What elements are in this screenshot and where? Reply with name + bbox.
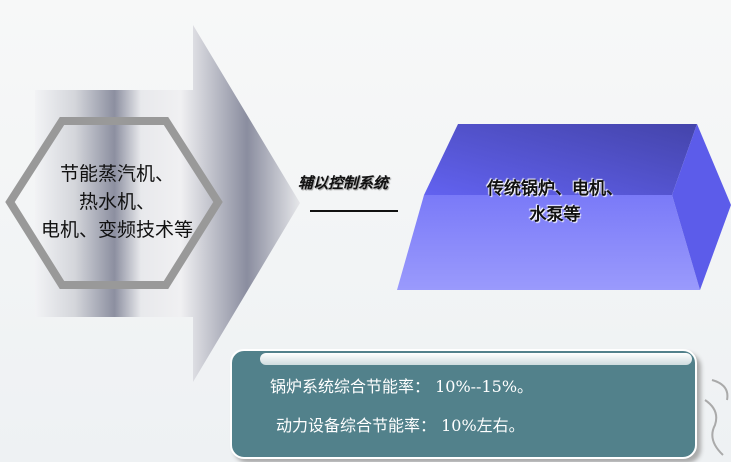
connector-label: 辅以控制系统 bbox=[298, 174, 389, 192]
prism-right-face bbox=[672, 124, 731, 290]
arrow-shape bbox=[35, 25, 300, 382]
left-line: 电机、变频技术等 bbox=[40, 219, 193, 241]
right-shape-text: 传统锅炉、电机、 水泵等 bbox=[440, 176, 670, 228]
connector-line bbox=[310, 210, 398, 212]
hexagon-frame bbox=[5, 117, 223, 289]
left-line: 热水机、 bbox=[78, 191, 155, 213]
summary-panel: 锅炉系统综合节能率： 10%--15%。 动力设备综合节能率： 10%左右。 bbox=[230, 349, 697, 459]
dragon-decoration bbox=[704, 379, 729, 456]
prism-top-face bbox=[424, 124, 697, 195]
summary-line-boiler: 锅炉系统综合节能率： 10%--15%。 bbox=[270, 377, 534, 396]
right-line: 传统锅炉、电机、 bbox=[487, 179, 623, 199]
right-line: 水泵等 bbox=[529, 205, 581, 225]
prism-front-face bbox=[397, 195, 700, 290]
left-line: 节能蒸汽机、 bbox=[59, 163, 174, 185]
summary-line-power: 动力设备综合节能率： 10%左右。 bbox=[276, 416, 525, 435]
left-shape-text: 节能蒸汽机、 热水机、 电机、变频技术等 bbox=[6, 160, 228, 244]
panel-gloss bbox=[260, 353, 692, 365]
